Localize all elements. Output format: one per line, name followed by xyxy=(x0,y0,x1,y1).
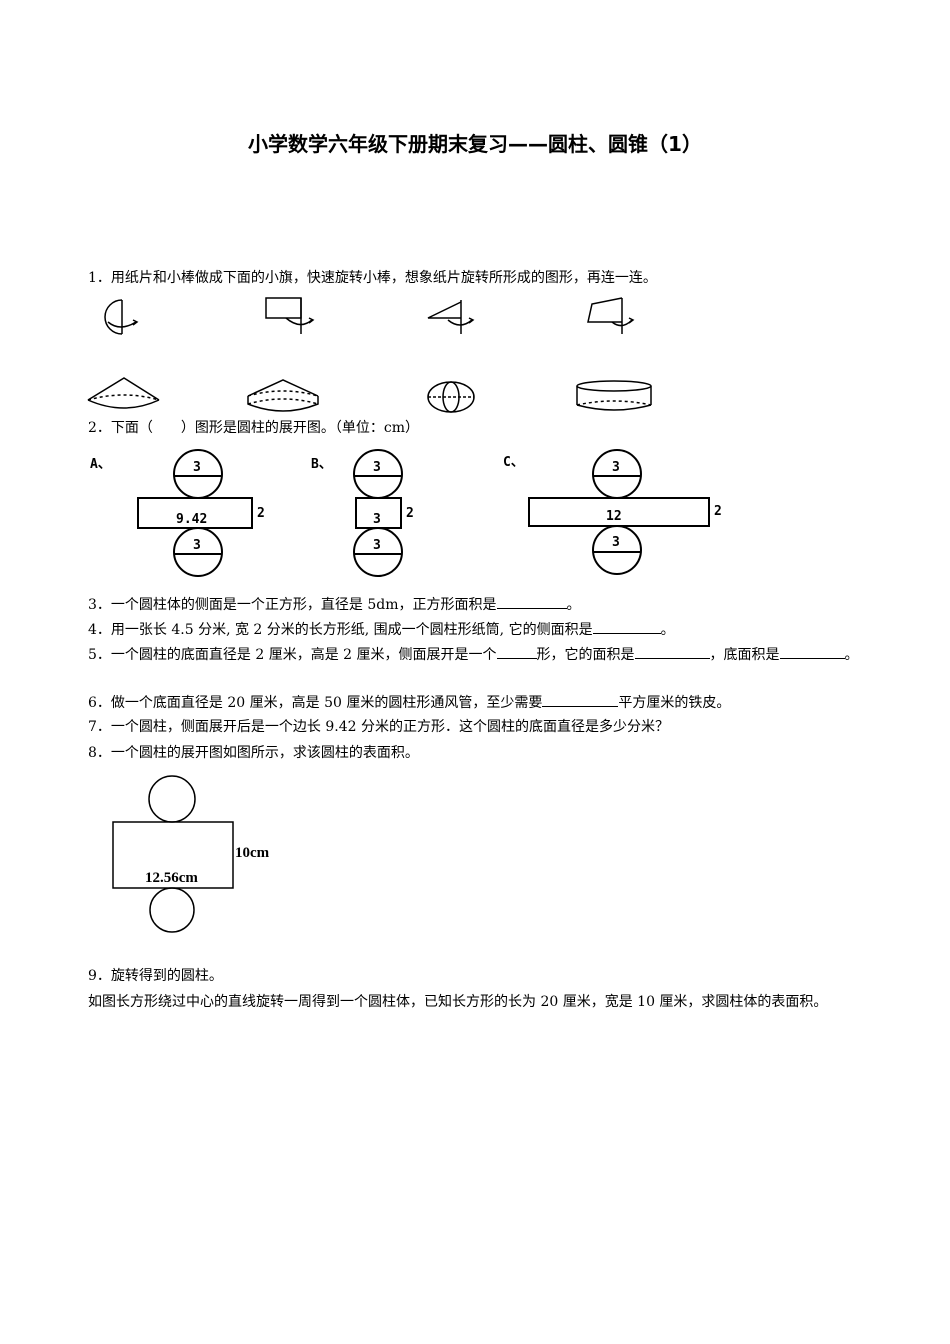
flag-triangle-icon xyxy=(427,300,475,334)
option-b-label: B、 xyxy=(311,457,332,472)
question-1: 1．用纸片和小棒做成下面的小旗，快速旋转小棒，想象纸片旋转所形成的图形，再连一连… xyxy=(88,270,657,286)
answer-blank[interactable] xyxy=(496,644,537,659)
sphere-shape-icon xyxy=(427,381,475,413)
question-3: 3．一个圆柱体的侧面是一个正方形，直径是 5dm，正方形面积是。 xyxy=(88,594,581,615)
question-7: 7．一个圆柱，侧面展开后是一个边长 9.42 分米的正方形．这个圆柱的底面直径是… xyxy=(88,719,669,735)
q8-side-label: 10cm xyxy=(235,845,270,861)
option-b-top-circle-label: 3 xyxy=(373,460,381,475)
flag-trapezoid-icon xyxy=(587,297,635,334)
answer-blank[interactable] xyxy=(634,644,710,659)
cone-shape-icon xyxy=(87,377,160,409)
option-b-bottom-circle-label: 3 xyxy=(373,538,381,553)
option-c-top-circle-label: 3 xyxy=(612,460,620,475)
flag-rectangle-icon xyxy=(265,297,315,334)
question-4: 4．用一张长 4.5 分米, 宽 2 分米的长方形纸, 围成一个圆柱形纸筒, 它… xyxy=(88,619,675,640)
option-a-bottom-circle-label: 3 xyxy=(193,538,201,553)
cone-cylinder-shape-icon xyxy=(247,379,319,412)
question-9-title: 9．旋转得到的圆柱。 xyxy=(88,968,223,984)
question-9-body: 如图长方形绕过中心的直线旋转一周得到一个圆柱体，已知长方形的长为 20 厘米，宽… xyxy=(88,994,828,1010)
page-title: 小学数学六年级下册期末复习——圆柱、圆锥（1） xyxy=(248,132,702,156)
option-a-top-circle-label: 3 xyxy=(193,460,201,475)
question-5: 5．一个圆柱的底面直径是 2 厘米，高是 2 厘米，侧面展开是一个形，它的面积是… xyxy=(88,643,868,667)
option-b-rect-label: 3 xyxy=(373,512,381,527)
answer-blank[interactable] xyxy=(779,644,845,659)
cylinder-shape-icon xyxy=(576,380,652,411)
option-b-side-label: 2 xyxy=(406,506,414,521)
q8-rect-label: 12.56cm xyxy=(145,870,198,886)
option-c-label: C、 xyxy=(503,455,524,470)
question-6: 6．做一个底面直径是 20 厘米，高是 50 厘米的圆柱形通风管，至少需要平方厘… xyxy=(88,692,730,713)
option-c-rect-label: 12 xyxy=(606,509,622,524)
answer-blank[interactable] xyxy=(496,594,567,609)
question-8: 8．一个圆柱的展开图如图所示，求该圆柱的表面积。 xyxy=(88,745,419,761)
answer-blank[interactable] xyxy=(542,692,619,707)
question-2: 2．下面（ ）图形是圆柱的展开图。（单位：cm） xyxy=(88,420,420,436)
option-a-side-label: 2 xyxy=(257,506,265,521)
option-c-side-label: 2 xyxy=(714,504,722,519)
option-a-label: A、 xyxy=(90,457,111,472)
option-a-rect-label: 9.42 xyxy=(176,512,207,527)
option-c-bottom-circle-label: 3 xyxy=(612,535,620,550)
answer-blank[interactable] xyxy=(592,619,661,634)
flag-semicircle-icon xyxy=(104,299,139,335)
